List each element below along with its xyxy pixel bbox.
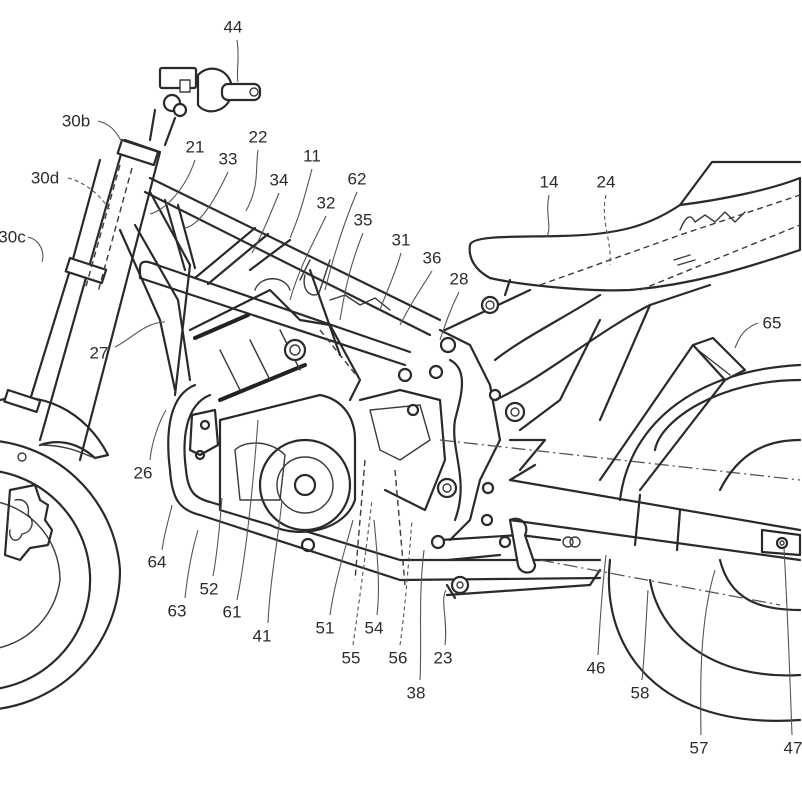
reference-numeral-35: 35 — [353, 210, 373, 230]
reference-numeral-22: 22 — [248, 127, 268, 147]
reference-numeral-30c: 30c — [0, 227, 26, 247]
reference-numeral-11: 11 — [303, 146, 321, 166]
reference-numeral-44: 44 — [223, 17, 243, 37]
reference-numeral-28: 28 — [449, 269, 469, 289]
intake — [299, 259, 391, 357]
reference-numeral-62: 62 — [347, 169, 367, 189]
reference-numeral-23: 23 — [433, 648, 453, 668]
reference-numeral-14: 14 — [539, 172, 559, 192]
handlebar-grip — [148, 66, 262, 147]
seat — [468, 160, 802, 292]
swingarm — [508, 463, 802, 562]
reference-numeral-58: 58 — [630, 683, 650, 703]
step-bracket — [430, 517, 602, 600]
reference-numeral-31: 31 — [391, 230, 411, 250]
pivot-plate — [397, 328, 547, 542]
reference-numeral-21: 21 — [185, 137, 205, 157]
rear-fender — [598, 336, 747, 492]
brake-caliper — [3, 452, 54, 562]
reference-numeral-36: 36 — [422, 248, 442, 268]
reference-numeral-34: 34 — [269, 170, 289, 190]
reference-numeral-41: 41 — [252, 626, 272, 646]
seat-rail — [443, 278, 712, 432]
reference-numeral-24: 24 — [596, 172, 616, 192]
reference-numeral-38: 38 — [406, 683, 426, 703]
reference-numeral-32: 32 — [316, 193, 336, 213]
reference-numeral-56: 56 — [388, 648, 408, 668]
reference-numeral-51: 51 — [315, 618, 335, 638]
main-frame — [118, 176, 602, 582]
reference-numeral-65: 65 — [762, 313, 782, 333]
engine — [188, 278, 447, 586]
reference-numeral-26: 26 — [133, 463, 153, 483]
reference-numeral-55: 55 — [341, 648, 361, 668]
centerlines — [439, 439, 801, 606]
reference-numeral-46: 46 — [586, 658, 606, 678]
front-wheel — [0, 440, 122, 710]
front-fork — [3, 138, 162, 462]
reference-numeral-54: 54 — [364, 618, 384, 638]
rear-wheel — [607, 363, 802, 722]
reference-numeral-33: 33 — [218, 149, 238, 169]
front-fender — [0, 396, 110, 460]
reference-numeral-61: 61 — [222, 602, 242, 622]
leader-lines — [27, 39, 793, 736]
reference-numeral-27: 27 — [89, 343, 109, 363]
cylinder-studs — [193, 313, 307, 402]
reference-numeral-63: 63 — [167, 601, 187, 621]
reference-numeral-30d: 30d — [30, 168, 60, 188]
reference-numeral-57: 57 — [689, 738, 709, 758]
reference-numeral-52: 52 — [199, 579, 219, 599]
reference-numeral-30b: 30b — [61, 111, 91, 131]
reference-numeral-47: 47 — [783, 738, 802, 758]
reference-numeral-64: 64 — [147, 552, 167, 572]
